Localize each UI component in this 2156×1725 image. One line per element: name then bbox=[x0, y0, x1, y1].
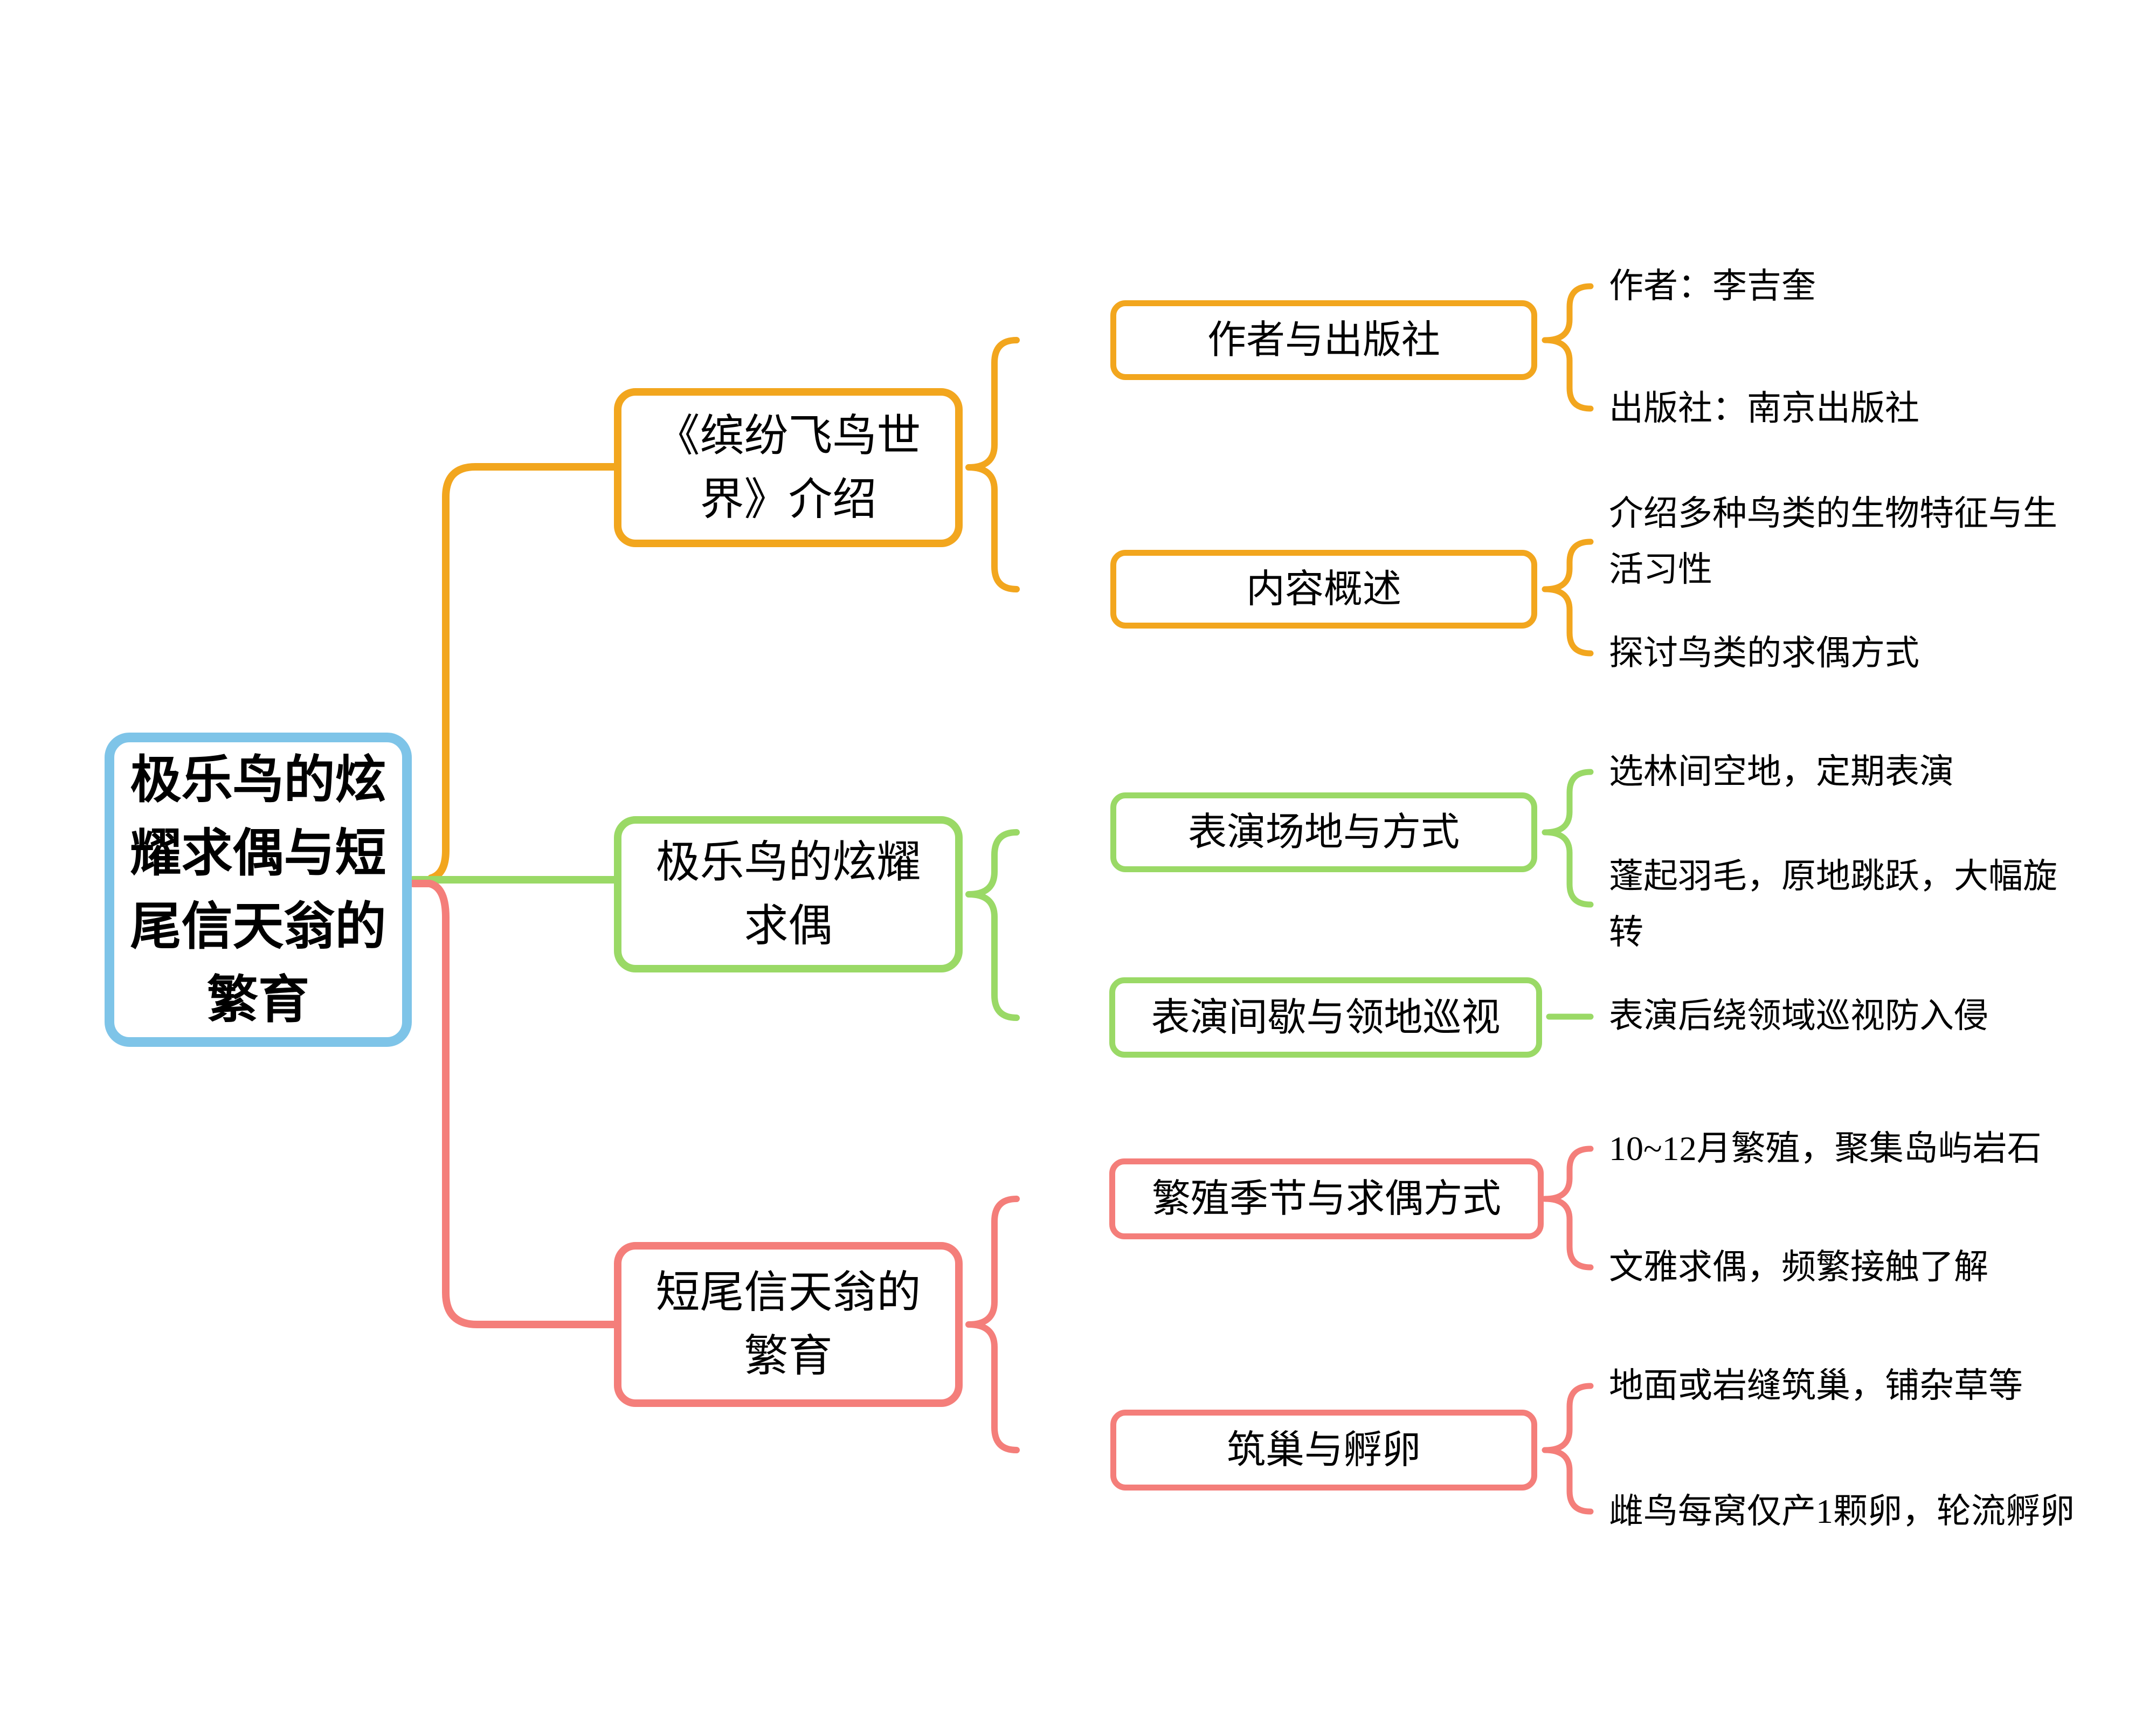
brace-branch-2 bbox=[965, 829, 1020, 1021]
root-label: 极乐鸟的炫耀求偶与短尾信天翁的繁育 bbox=[130, 751, 386, 1029]
sub-node-territory-patrol[interactable]: 表演间歇与领地巡视 bbox=[1109, 977, 1542, 1058]
brace-author-publisher bbox=[1542, 283, 1594, 412]
leaf-publisher: 出版社：南京出版社 bbox=[1609, 389, 1919, 427]
leaf-forest-clearing: 选林间空地，定期表演 bbox=[1609, 753, 1954, 791]
leaf-bio-features: 介绍多种鸟类的生物特征与生活习性 bbox=[1609, 494, 2057, 589]
sub-node-label: 筑巢与孵卵 bbox=[1226, 1429, 1421, 1472]
leaf-gentle-courtship: 文雅求偶，频繁接触了解 bbox=[1609, 1248, 1988, 1286]
sub-node-label: 繁殖季节与求偶方式 bbox=[1151, 1177, 1501, 1220]
brace-branch-1 bbox=[965, 337, 1020, 592]
branch-label: 短尾信天翁的繁育 bbox=[655, 1268, 921, 1381]
branch-node-book-intro[interactable]: 《缤纷飞鸟世界》介绍 bbox=[614, 388, 963, 547]
sub-node-author-publisher[interactable]: 作者与出版社 bbox=[1110, 300, 1537, 380]
leaf-courtship-discussion: 探讨鸟类的求偶方式 bbox=[1609, 634, 1919, 672]
edge-root-branch-3 bbox=[409, 880, 618, 1328]
edge-root-branch-1 bbox=[427, 463, 618, 882]
brace-content-overview bbox=[1542, 539, 1594, 657]
branch-label: 《缤纷飞鸟世界》介绍 bbox=[655, 411, 921, 524]
leaf-nest-location: 地面或岩缝筑巢，铺杂草等 bbox=[1609, 1367, 2023, 1405]
sub-node-label: 作者与出版社 bbox=[1207, 319, 1440, 362]
leaf-feather-display: 蓬起羽毛，原地跳跃，大幅旋转 bbox=[1609, 857, 2057, 951]
leaf-author: 作者：李吉奎 bbox=[1609, 267, 1816, 305]
sub-node-label: 内容概述 bbox=[1246, 568, 1401, 611]
sub-node-breeding-season[interactable]: 繁殖季节与求偶方式 bbox=[1109, 1158, 1544, 1239]
sub-node-label: 表演场地与方式 bbox=[1187, 811, 1460, 854]
brace-nesting bbox=[1542, 1383, 1594, 1515]
brace-breeding-season bbox=[1542, 1146, 1594, 1271]
brace-branch-3 bbox=[965, 1196, 1020, 1453]
sub-node-content-overview[interactable]: 内容概述 bbox=[1110, 550, 1537, 629]
branch-node-albatross-breeding[interactable]: 短尾信天翁的繁育 bbox=[614, 1242, 963, 1407]
branch-label: 极乐鸟的炫耀求偶 bbox=[655, 838, 921, 950]
branch-node-bird-of-paradise[interactable]: 极乐鸟的炫耀求偶 bbox=[614, 816, 963, 972]
sub-node-label: 表演间歇与领地巡视 bbox=[1151, 996, 1501, 1039]
root-node[interactable]: 极乐鸟的炫耀求偶与短尾信天翁的繁育 bbox=[105, 733, 412, 1047]
sub-node-performance-venue[interactable]: 表演场地与方式 bbox=[1110, 792, 1537, 872]
leaf-patrol: 表演后绕领域巡视防入侵 bbox=[1609, 997, 1988, 1035]
leaf-breeding-months: 10~12月繁殖，聚集岛屿岩石 bbox=[1609, 1129, 2042, 1168]
sub-node-nesting[interactable]: 筑巢与孵卵 bbox=[1110, 1410, 1537, 1491]
leaf-egg-incubation: 雌鸟每窝仅产1颗卵，轮流孵卵 bbox=[1609, 1492, 2075, 1530]
brace-performance-venue bbox=[1542, 769, 1594, 908]
